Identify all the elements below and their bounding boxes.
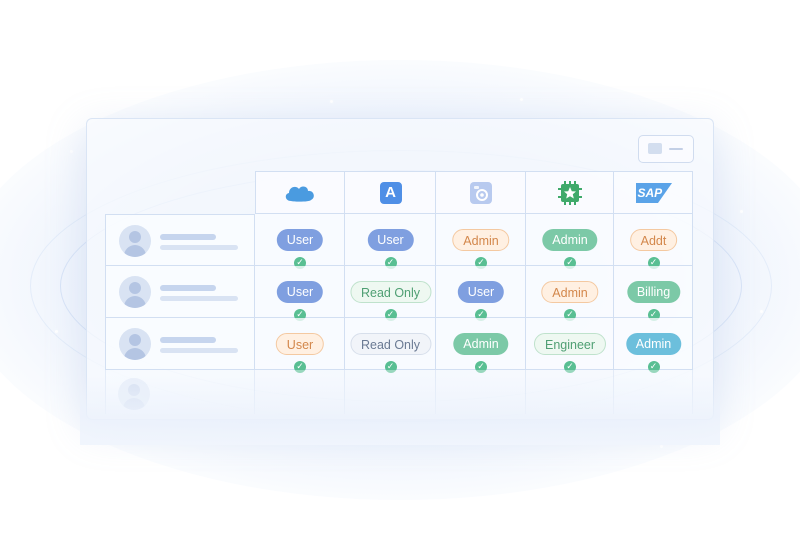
- role-badge[interactable]: Admin: [541, 281, 599, 303]
- check-icon: ✓: [384, 361, 397, 373]
- user-name-placeholder: [160, 285, 216, 291]
- role-badge[interactable]: Billing: [626, 281, 681, 303]
- role-badge[interactable]: Read Only: [349, 333, 432, 355]
- user-cell: [105, 318, 255, 370]
- role-badge[interactable]: User: [367, 229, 414, 251]
- app-glyph: A: [385, 183, 396, 201]
- sparkle: [55, 330, 58, 333]
- sparkle: [760, 310, 763, 313]
- role-badge[interactable]: User: [275, 333, 325, 355]
- salesforce-icon[interactable]: [282, 181, 318, 205]
- sap-icon[interactable]: SAP: [635, 182, 672, 203]
- avatar: [119, 225, 151, 257]
- role-badge[interactable]: Admin: [542, 229, 598, 251]
- star-app-icon[interactable]: [558, 180, 582, 205]
- avatar: [119, 328, 151, 360]
- user-detail-placeholder: [160, 296, 238, 301]
- user-name-placeholder: [160, 337, 216, 343]
- user-name-placeholder: [160, 234, 216, 240]
- check-icon: ✓: [564, 361, 576, 373]
- avatar-body: [124, 348, 146, 360]
- user-cell: [105, 214, 255, 266]
- avatar-body: [124, 296, 146, 308]
- avatar-head: [129, 334, 141, 346]
- avatar-body: [124, 245, 146, 257]
- role-badge[interactable]: Engineer: [533, 333, 607, 355]
- avatar-head: [129, 282, 141, 294]
- role-badge[interactable]: Admin: [452, 229, 510, 251]
- sparkle: [330, 100, 333, 103]
- check-icon: ✓: [294, 361, 306, 373]
- avatar-head: [129, 231, 141, 243]
- role-badge[interactable]: User: [457, 281, 505, 303]
- user-detail-placeholder: [160, 245, 238, 250]
- avatar: [119, 276, 151, 308]
- role-badge[interactable]: User: [276, 229, 324, 251]
- sparkle: [520, 98, 523, 101]
- role-badge[interactable]: Admin: [625, 333, 682, 355]
- user-detail-placeholder: [160, 348, 238, 353]
- app-column-header: [526, 171, 614, 214]
- role-badge[interactable]: User: [276, 281, 324, 303]
- user-cell: [105, 266, 255, 318]
- gear-app-icon[interactable]: [470, 181, 492, 204]
- a-app-icon[interactable]: A: [379, 181, 402, 204]
- role-badge[interactable]: Addt: [629, 229, 678, 251]
- check-icon: ✓: [475, 361, 487, 373]
- window-square-icon: [648, 143, 662, 154]
- bottom-fade: [80, 375, 720, 445]
- app-glyph: SAP: [637, 185, 663, 200]
- check-icon: ✓: [647, 361, 660, 373]
- window-dash-icon: [669, 148, 683, 150]
- role-badge[interactable]: Admin: [453, 333, 509, 355]
- sparkle: [660, 445, 663, 448]
- sparkle: [740, 210, 743, 213]
- sparkle: [70, 150, 73, 153]
- role-badge[interactable]: Read Only: [349, 281, 432, 303]
- window-controls[interactable]: [638, 135, 694, 163]
